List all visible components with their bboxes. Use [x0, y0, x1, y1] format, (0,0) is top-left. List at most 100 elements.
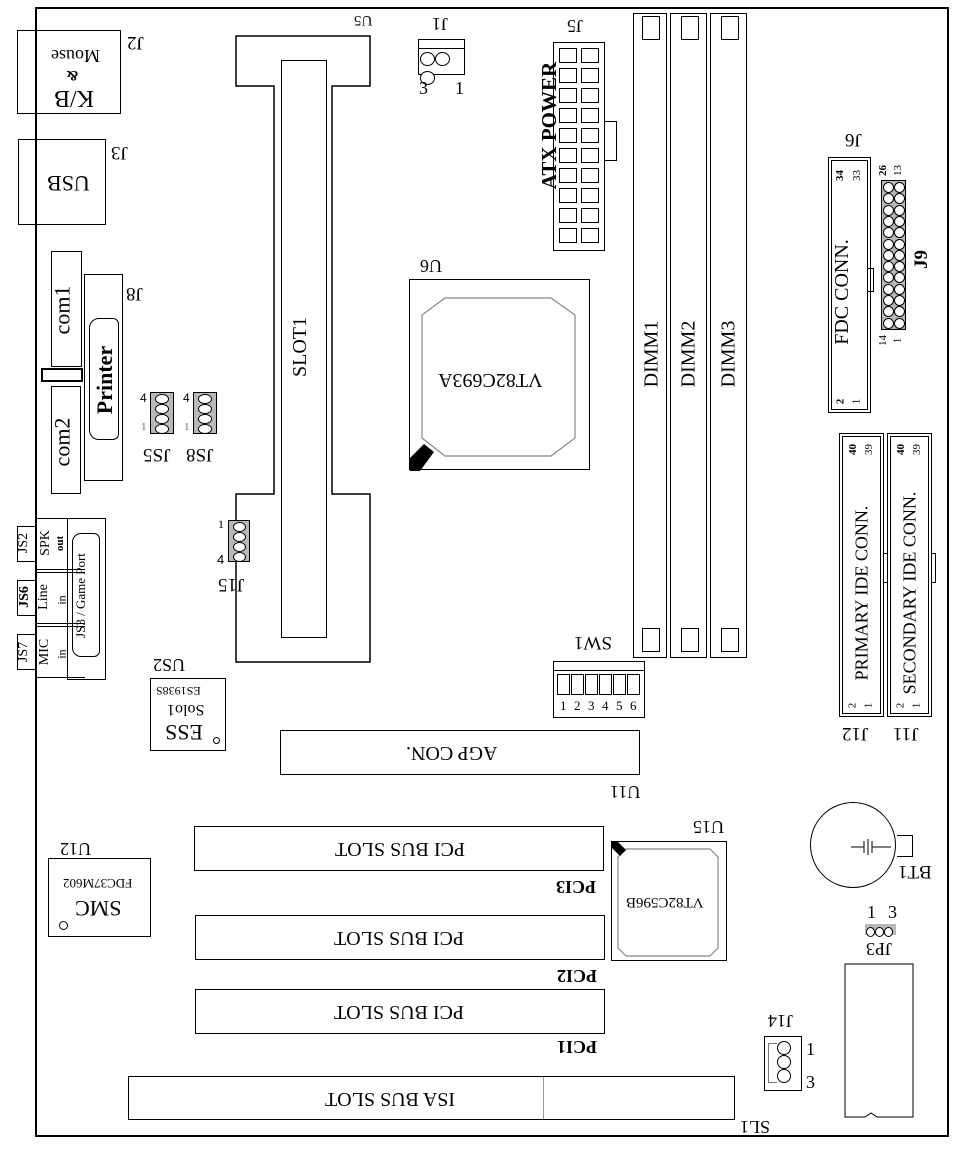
usb-connector[interactable]: USB — [18, 139, 106, 225]
fdc-label: FDC CONN. — [830, 239, 853, 345]
dip-switch-6[interactable] — [627, 674, 640, 695]
js2-tab — [17, 526, 37, 562]
primary-ide-pin1: 1 — [862, 702, 875, 709]
com-divider — [41, 368, 83, 382]
smc-line2: SMC — [75, 896, 122, 921]
atx-pin — [559, 68, 577, 83]
ess-line3: ESS — [165, 720, 203, 745]
js6-line-in-jack[interactable] — [36, 572, 85, 624]
fdc-latch — [867, 268, 874, 292]
secondary-ide-connector[interactable]: 40 39 SECONDARY IDE CONN. 2 1 — [887, 433, 932, 717]
primary-ide-connector[interactable]: 40 39 PRIMARY IDE CONN. 2 1 — [839, 433, 884, 717]
atx-power-connector[interactable] — [553, 42, 605, 251]
atx-pin — [559, 208, 577, 223]
j9-pin — [894, 261, 905, 273]
slot1-socket[interactable]: SLOT1 — [281, 60, 327, 638]
j9-pin — [894, 193, 905, 205]
dip-switch-2[interactable] — [571, 674, 584, 695]
j9-pin — [883, 283, 894, 295]
jp3-jumper[interactable] — [865, 924, 896, 937]
ess-line1: ES1938S — [156, 684, 201, 698]
com2-port[interactable]: com2 — [49, 386, 81, 494]
j9-pin — [894, 204, 905, 216]
atx-pin — [581, 68, 599, 83]
fdc-connector[interactable]: 34 33 FDC CONN. 2 1 — [828, 157, 871, 413]
atx-pin — [559, 48, 577, 63]
com1-label: com1 — [49, 285, 75, 335]
atx-pin — [581, 208, 599, 223]
js8-jumper[interactable] — [193, 392, 217, 434]
dip-switch-number: 4 — [602, 698, 609, 713]
j15-label: J15 — [218, 574, 245, 595]
u6-chip-label: VT82C693A — [438, 369, 543, 391]
dip-switch-3[interactable] — [585, 674, 598, 695]
line-in-label: in — [54, 595, 69, 605]
js8-pin4: 4 — [183, 391, 190, 405]
isa-slot-label: ISA BUS SLOT — [325, 1088, 456, 1110]
js5-pin1: 1 — [141, 421, 147, 433]
com1-port[interactable]: com1 — [49, 251, 82, 367]
dip-switch-5[interactable] — [613, 674, 626, 695]
pci2-label: PCI2 — [557, 966, 597, 986]
js2-speaker-jack[interactable] — [36, 518, 85, 570]
kb-mouse-label-1: Mouse — [51, 46, 100, 66]
atx-pin — [581, 188, 599, 203]
atx-power-latch — [605, 121, 617, 161]
agp-label: AGP CON. — [406, 742, 498, 764]
u11-label: U11 — [610, 782, 641, 802]
dimm1-slot[interactable]: DIMM1 — [633, 13, 667, 658]
j1-connector[interactable] — [418, 39, 465, 85]
j9-pin — [894, 306, 905, 318]
spk-label: SPK — [37, 530, 53, 556]
j8-label: J8 — [126, 283, 143, 304]
j9-pin — [894, 272, 905, 284]
u6-chip[interactable]: VT82C693A — [409, 279, 590, 471]
fdc-pin34: 34 — [834, 170, 846, 181]
j15-jumper[interactable] — [228, 520, 250, 562]
pci2-slot[interactable]: PCI BUS SLOT — [195, 915, 605, 960]
ess-audio-chip[interactable]: ES1938S Solo1 ESS — [150, 678, 226, 751]
j9-pin — [894, 283, 905, 295]
u15-chip-label: VT82C596B — [626, 894, 704, 910]
primary-ide-pin2: 2 — [846, 702, 859, 709]
atx-pin — [559, 88, 577, 103]
game-port-label: JS3 / Game Port — [72, 553, 88, 638]
js2-label: JS2 — [16, 532, 32, 554]
u15-chip[interactable]: VT82C596B — [611, 841, 727, 961]
secondary-ide-pin40: 40 — [895, 444, 907, 455]
kb-mouse-connector[interactable]: Mouse & K/B — [17, 30, 121, 114]
agp-slot[interactable]: AGP CON. — [280, 730, 640, 775]
atx-pin — [559, 108, 577, 123]
bt1-battery[interactable] — [810, 802, 896, 888]
game-port[interactable]: JS3 / Game Port — [67, 518, 106, 680]
u15-label: U15 — [693, 817, 724, 837]
atx-pin — [581, 128, 599, 143]
atx-pin — [559, 188, 577, 203]
us2-label: US2 — [153, 655, 186, 675]
pci1-slot[interactable]: PCI BUS SLOT — [195, 989, 605, 1034]
atx-pin — [581, 148, 599, 163]
j9-header[interactable] — [881, 180, 906, 330]
dimm3-slot[interactable]: DIMM3 — [710, 13, 747, 658]
u12-label: U12 — [60, 839, 91, 859]
dimm2-slot[interactable]: DIMM2 — [670, 13, 707, 658]
printer-port[interactable]: Printer — [84, 274, 123, 481]
printer-dsub — [89, 318, 119, 440]
atx-pin — [559, 148, 577, 163]
js7-mic-jack[interactable] — [36, 626, 85, 678]
isa-slot[interactable]: ISA BUS SLOT — [128, 1076, 735, 1120]
js5-jumper[interactable] — [150, 392, 174, 434]
u5-label: U5 — [354, 12, 373, 28]
battery-symbol-icon — [851, 839, 891, 855]
dip-switch-4[interactable] — [599, 674, 612, 695]
j9-label: J9 — [911, 250, 932, 269]
smc-io-chip[interactable]: FDC37M602 SMC — [48, 858, 151, 937]
js5-pin4: 4 — [140, 391, 147, 405]
pci3-slot[interactable]: PCI BUS SLOT — [194, 826, 604, 871]
j9-pin — [883, 204, 894, 216]
j14-connector[interactable] — [764, 1036, 802, 1091]
primary-ide-pin40: 40 — [847, 444, 859, 455]
dip-switch-1[interactable] — [557, 674, 570, 695]
sl1-label: SL1 — [740, 1117, 771, 1137]
